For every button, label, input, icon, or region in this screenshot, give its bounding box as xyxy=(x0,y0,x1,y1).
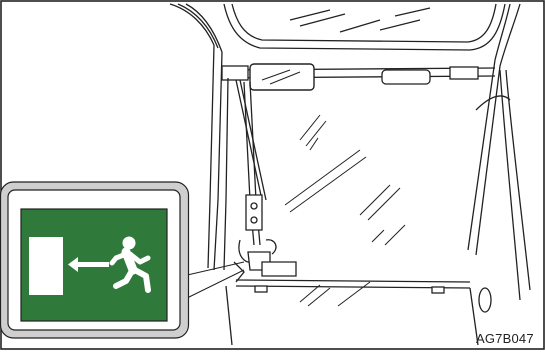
rearview-mirror xyxy=(250,64,314,90)
emergency-exit-sign xyxy=(21,209,167,321)
exit-door-icon xyxy=(29,237,63,295)
figure-code: AG7B047 xyxy=(476,331,534,346)
